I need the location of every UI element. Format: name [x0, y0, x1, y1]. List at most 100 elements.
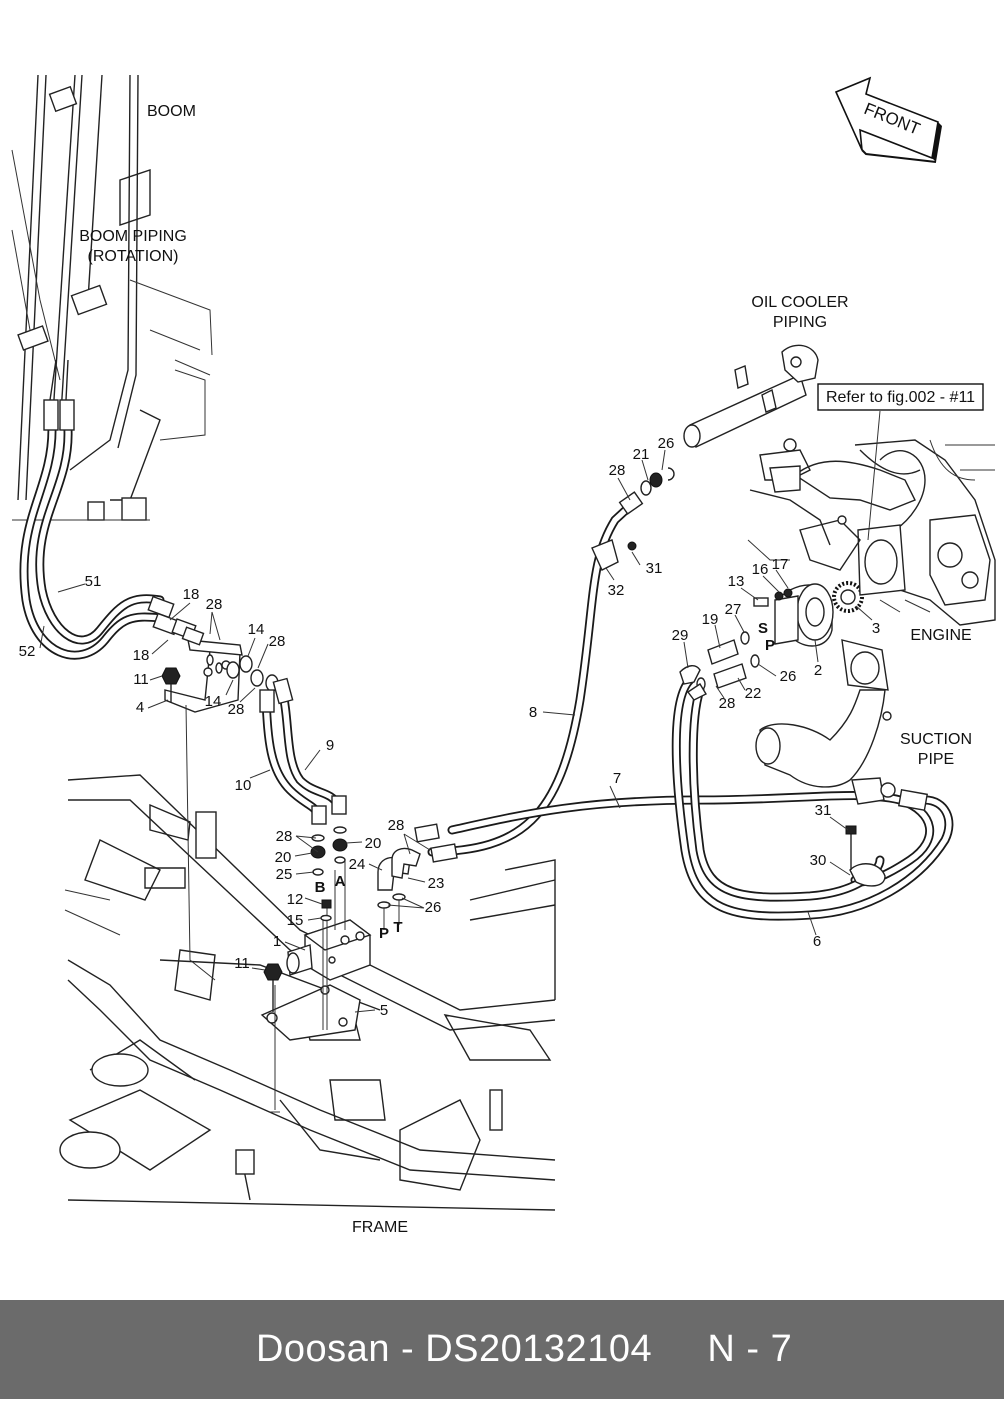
label-suction-pipe: SUCTION — [900, 731, 972, 748]
label-oil-cooler-piping: PIPING — [773, 314, 827, 331]
footer-brand: Doosan — [255, 1328, 390, 1370]
elbows-23-24 — [377, 847, 421, 930]
label-oil-cooler: OIL COOLER — [751, 294, 848, 311]
callout-8: 8 — [529, 704, 537, 721]
leader-bolt-lines — [185, 704, 280, 1113]
callout-17: 17 — [772, 556, 789, 573]
hose-6-end — [897, 789, 929, 811]
hydraulic-piping-diagram: BOOM BOOM PIPING (ROTATION) FRAME — [11, 74, 996, 1236]
label-boom-piping: BOOM PIPING — [79, 228, 187, 245]
label-boom: BOOM — [147, 103, 196, 120]
callout-18-a: 18 — [183, 586, 200, 603]
callout-28-c: 28 — [228, 701, 245, 718]
callout-31-b: 31 — [815, 802, 832, 819]
callout-28-a: 28 — [206, 596, 223, 613]
label-refer-fig: Refer to fig.002 - #11 — [826, 389, 975, 406]
callout-24: 24 — [349, 856, 366, 873]
callout-32: 32 — [608, 582, 625, 599]
fittings-14-28 — [206, 654, 279, 692]
leader-lines — [39, 449, 873, 1013]
callout-11-b: 11 — [234, 955, 250, 972]
callout-51: 51 — [85, 573, 102, 590]
callout-6: 6 — [813, 933, 821, 950]
callout-21: 21 — [633, 446, 650, 463]
hose-7 — [447, 791, 935, 887]
hose-7-end — [414, 823, 440, 843]
clamp-32 — [591, 539, 637, 571]
label-boom-piping-rotation: (ROTATION) — [88, 248, 179, 265]
hose-6-outer — [671, 675, 954, 921]
boom-structure — [11, 74, 213, 521]
fittings-18 — [147, 595, 205, 646]
port-p-valve: P — [379, 925, 389, 942]
callout-22: 22 — [745, 685, 762, 702]
fittings-21-26-28-upper — [618, 467, 675, 515]
callout-26-c: 26 — [780, 668, 797, 685]
engine — [747, 438, 996, 626]
reference-box — [817, 383, 984, 411]
callout-4: 4 — [136, 699, 144, 716]
callout-20-a: 20 — [365, 835, 382, 852]
hose-6-inner — [688, 685, 885, 902]
callout-28-d: 28 — [276, 828, 293, 845]
callout-7: 7 — [613, 770, 621, 787]
bolt-12-15 — [320, 899, 332, 922]
footer-page: N - 7 — [707, 1328, 793, 1370]
suction-pipe — [755, 639, 896, 805]
footer-separator: - — [389, 1328, 426, 1370]
bolt-11-lower — [263, 963, 283, 1012]
fittings-19-22-27-29 — [679, 631, 760, 701]
hose-8-end — [430, 843, 458, 863]
fittings-20 — [310, 826, 348, 876]
leader-refer — [867, 410, 881, 541]
callout-3: 3 — [872, 620, 880, 637]
callout-20-b: 20 — [275, 849, 292, 866]
gear-3 — [832, 581, 864, 613]
port-b: B — [315, 879, 326, 896]
fittings-13-16-17 — [753, 588, 793, 607]
footer-gap — [652, 1328, 707, 1370]
callout-27: 27 — [725, 601, 742, 618]
callout-1: 1 — [273, 933, 281, 950]
callout-25: 25 — [276, 866, 293, 883]
label-frame: FRAME — [352, 1219, 408, 1236]
label-engine: ENGINE — [910, 627, 971, 644]
callout-2: 2 — [814, 662, 822, 679]
frame-structure — [59, 774, 556, 1211]
callout-9: 9 — [326, 737, 334, 754]
port-a: A — [335, 873, 346, 890]
callout-28-f: 28 — [609, 462, 626, 479]
oil-cooler-pipe — [683, 344, 819, 448]
boom-hose-end-fittings — [43, 359, 75, 431]
callout-14-b: 14 — [205, 693, 222, 710]
port-p-pump: P — [765, 637, 775, 654]
front-direction-arrow: FRONT — [834, 76, 942, 163]
hose-10-valve-end — [311, 805, 327, 825]
callout-23: 23 — [428, 875, 445, 892]
callout-26-b: 26 — [658, 435, 675, 452]
hose-10-end — [259, 689, 275, 713]
clamp-30 — [845, 825, 886, 887]
footer-caption: Doosan - DS20132104 N - 7 — [212, 1285, 793, 1414]
hose-51 — [35, 425, 165, 645]
hose-9-end — [272, 677, 294, 705]
footer-bar: Doosan - DS20132104 N - 7 — [0, 1300, 1004, 1399]
callout-11-a: 11 — [133, 671, 149, 688]
callout-18-b: 18 — [133, 647, 150, 664]
hose-9-valve-end — [331, 795, 347, 815]
label-suction-pipe-2: PIPE — [918, 751, 954, 768]
callout-5: 5 — [380, 1002, 388, 1019]
callout-28-e: 28 — [388, 817, 405, 834]
callout-28-g: 28 — [719, 695, 736, 712]
hose-9 — [277, 685, 343, 810]
callout-30: 30 — [810, 852, 827, 869]
footer-part-number: DS20132104 — [425, 1328, 653, 1370]
port-s-pump: S — [758, 620, 768, 637]
plate-5 — [260, 984, 361, 1041]
callout-13: 13 — [728, 573, 745, 590]
valve-1 — [286, 860, 372, 1030]
callout-14-a: 14 — [248, 621, 265, 638]
callout-31-a: 31 — [646, 560, 663, 577]
callout-16: 16 — [752, 561, 769, 578]
callout-10: 10 — [235, 777, 252, 794]
